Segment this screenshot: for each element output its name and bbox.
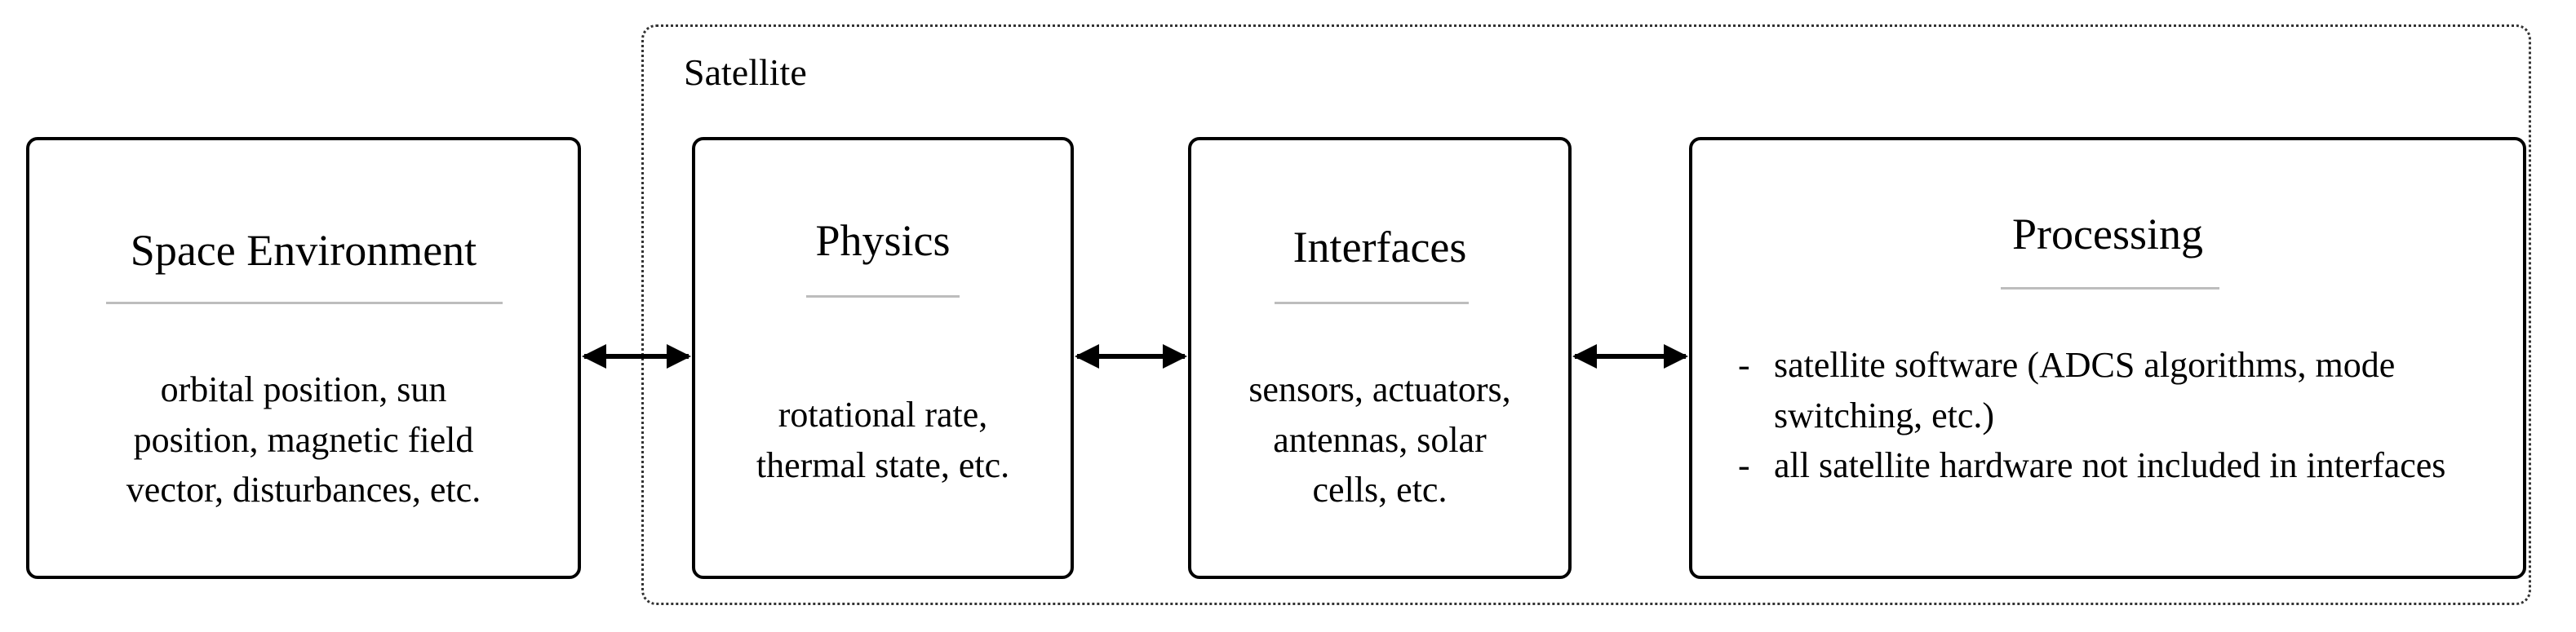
physics-block: Physics rotational rate, thermal state, …: [692, 137, 1074, 579]
description-line: position, magnetic field: [133, 419, 474, 460]
space-environment-block: Space Environment orbital position, sun …: [26, 137, 581, 579]
interfaces-description: sensors, actuators, antennas, solar cell…: [1191, 365, 1568, 515]
physics-title: Physics: [815, 216, 951, 265]
dash-bullet: -: [1738, 345, 1750, 385]
processing-list-item: -all satellite hardware not included in …: [1738, 440, 2505, 491]
description-line: sensors, actuators,: [1248, 369, 1511, 409]
list-item-text: satellite software (ADCS algorithms, mod…: [1774, 345, 2396, 435]
title-divider: [2001, 287, 2219, 289]
space-environment-description: orbital position, sun position, magnetic…: [29, 365, 578, 515]
processing-list: -satellite software (ADCS algorithms, mo…: [1738, 340, 2505, 491]
list-item-text: all satellite hardware not included in i…: [1774, 445, 2446, 486]
description-line: thermal state, etc.: [756, 444, 1010, 485]
description-line: orbital position, sun: [160, 369, 447, 409]
description-line: cells, etc.: [1312, 470, 1448, 510]
description-line: rotational rate,: [778, 395, 988, 435]
satellite-group-border: [641, 24, 2531, 605]
description-line: antennas, solar: [1273, 419, 1487, 460]
title-divider: [1275, 302, 1469, 304]
interfaces-block: Interfaces sensors, actuators, antennas,…: [1188, 137, 1572, 579]
description-line: vector, disturbances, etc.: [126, 470, 481, 510]
dash-bullet: -: [1738, 445, 1750, 486]
interfaces-title: Interfaces: [1292, 223, 1467, 272]
physics-description: rotational rate, thermal state, etc.: [695, 390, 1071, 490]
processing-list-item: -satellite software (ADCS algorithms, mo…: [1738, 340, 2505, 440]
processing-block: Processing -satellite software (ADCS alg…: [1689, 137, 2526, 579]
title-divider: [806, 295, 960, 298]
title-divider: [106, 302, 503, 304]
satellite-group-label: Satellite: [684, 51, 807, 93]
processing-title: Processing: [2012, 210, 2203, 259]
space-environment-title: Space Environment: [130, 226, 477, 275]
